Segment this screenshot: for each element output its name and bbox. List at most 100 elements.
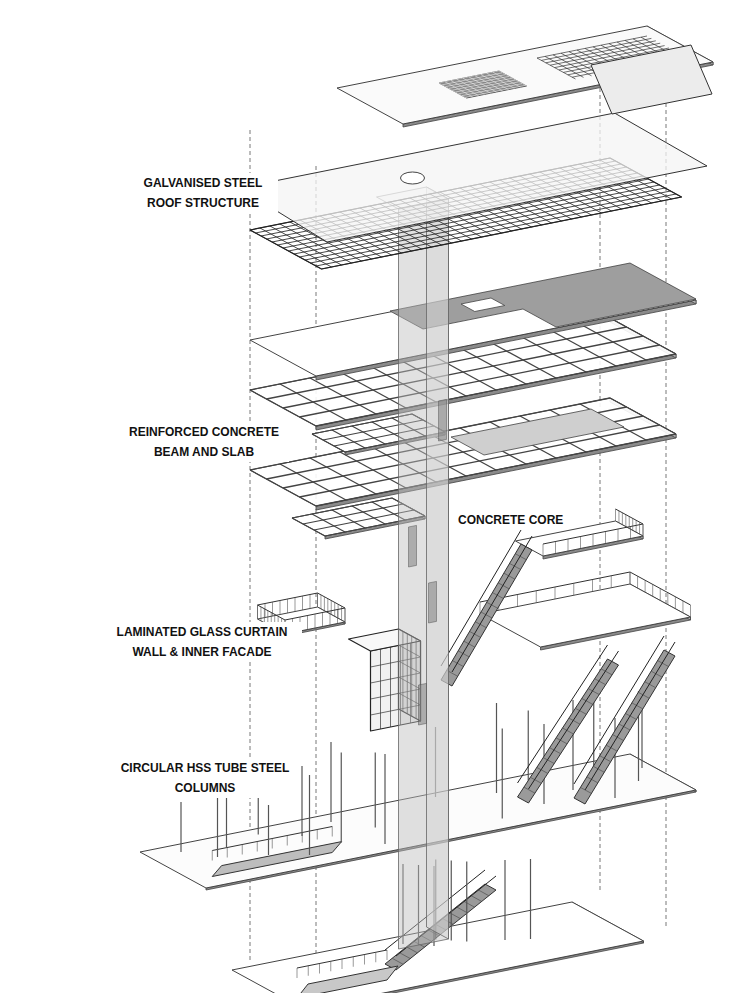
skylight: [401, 172, 425, 184]
slab: [250, 264, 696, 376]
handrail: [585, 642, 675, 790]
slab: [337, 26, 713, 124]
grid-beam: [456, 80, 516, 92]
grid-beam: [499, 71, 527, 86]
railing-post: [310, 595, 311, 609]
core-opening: [419, 683, 427, 725]
railing-post: [319, 964, 320, 974]
railing-post: [307, 616, 308, 630]
railing-post: [667, 593, 668, 605]
grid-beam: [446, 75, 506, 87]
escalator: [518, 659, 619, 803]
railing-post: [272, 839, 273, 849]
core-opening: [439, 399, 447, 441]
grid-beam: [449, 76, 509, 88]
railing: [212, 827, 332, 851]
railing-post: [264, 609, 265, 623]
railing-post: [364, 955, 365, 965]
railing-post: [317, 593, 318, 607]
hss-column: [502, 729, 503, 819]
railing-post: [257, 842, 258, 852]
railing-post: [630, 527, 631, 539]
railing-post: [227, 848, 228, 858]
railing-post: [297, 968, 298, 978]
hss-column: [341, 753, 342, 843]
railing-post: [332, 827, 333, 837]
escalator: [574, 650, 675, 804]
hss-column: [180, 802, 181, 852]
slab-opening: [461, 298, 505, 312]
railing-post: [543, 544, 544, 556]
railing-post: [375, 952, 376, 962]
railing-post: [345, 608, 346, 622]
hss-column: [451, 861, 452, 941]
handrail: [452, 536, 532, 672]
grid-beam: [459, 82, 519, 94]
railing-post: [342, 959, 343, 969]
railing-post: [308, 966, 309, 976]
railing-post: [580, 537, 581, 549]
handrail: [441, 530, 521, 666]
escalator-step: [471, 895, 482, 901]
escalator-step: [478, 890, 489, 896]
hss-column: [496, 703, 497, 793]
grid-beam: [462, 84, 522, 96]
railing-post: [625, 515, 626, 527]
escalator: [441, 544, 532, 686]
hss-column: [301, 766, 302, 836]
railing-post: [637, 576, 638, 588]
railing-post: [615, 509, 616, 521]
handrail: [574, 636, 664, 784]
railing-post: [630, 572, 631, 584]
hss-column: [528, 711, 529, 781]
railing-post: [629, 517, 630, 529]
escalator-step: [392, 958, 403, 964]
envelope-line: [316, 166, 317, 993]
railing: [297, 950, 387, 968]
grid-beam: [442, 73, 502, 85]
roof-surface: [240, 113, 708, 242]
railing-post: [555, 587, 556, 599]
hss-column: [268, 805, 269, 855]
grid-beam: [465, 85, 525, 97]
roof-panel: [439, 71, 527, 98]
part-label: LAMINATED GLASS CURTAIN WALL & INNER FAC…: [102, 622, 302, 662]
railing-post: [322, 613, 323, 627]
escalator-step: [399, 953, 410, 959]
part-label: REINFORCED CONCRETE BEAM AND SLAB: [119, 422, 289, 462]
railing-post: [302, 596, 303, 610]
part-label: CONCRETE CORE: [455, 510, 566, 530]
railing-post: [618, 511, 619, 523]
part-label: CIRCULAR HSS TUBE STEEL COLUMNS: [110, 758, 300, 798]
railing-post: [573, 583, 574, 595]
railing-post: [630, 572, 631, 584]
grid-beam: [537, 36, 647, 58]
railing-post: [536, 591, 537, 603]
railing-post: [568, 539, 569, 551]
grid-beam: [439, 71, 499, 83]
railing-post: [287, 599, 288, 613]
escalator-step: [456, 907, 467, 913]
escalator-step: [406, 947, 417, 953]
railing-post: [593, 534, 594, 546]
core-opening: [409, 525, 417, 567]
railing-post: [337, 610, 338, 624]
railing-post: [317, 830, 318, 840]
railing-post: [652, 584, 653, 596]
railing-post: [331, 601, 332, 615]
railing-post: [295, 598, 296, 612]
railing-post: [212, 851, 213, 861]
hss-column: [375, 753, 376, 828]
floor-infill: [451, 409, 624, 455]
hss-column: [530, 859, 531, 939]
envelope-line: [666, 96, 667, 926]
mullion: [390, 647, 391, 727]
hss-column: [309, 775, 310, 855]
railing-post: [660, 589, 661, 601]
railing-post: [257, 605, 258, 619]
railing-post: [353, 957, 354, 967]
concrete-core: [427, 187, 449, 939]
escalator-step: [464, 901, 475, 907]
railing-post: [242, 845, 243, 855]
